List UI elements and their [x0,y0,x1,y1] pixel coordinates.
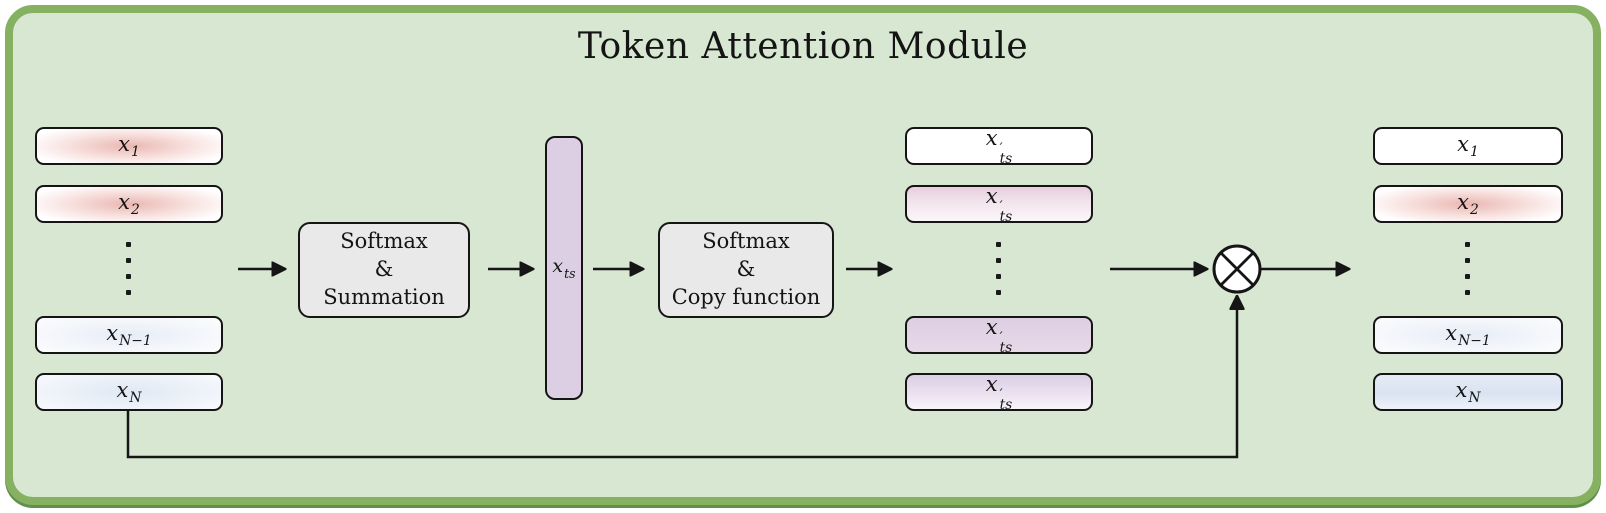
weighted-token-3: x′ts [905,315,1093,356]
token-label: xN−1 [106,320,152,350]
token-label: x′ts [985,126,1013,167]
weighted-ellipsis [996,242,1001,295]
process-line: Softmax [340,229,428,254]
summary-vector-label: xts [552,255,576,281]
token-label: x1 [118,131,140,161]
process-line: & [374,257,394,282]
process-line: Softmax [702,229,790,254]
token-label: x′ts [985,184,1013,225]
token-label: xN−1 [1445,320,1491,350]
token-label: x′ts [985,372,1013,413]
token-label: x1 [1457,131,1479,161]
token-label: x′ts [985,315,1013,356]
token-label: x2 [1457,189,1479,219]
process-line: Copy function [671,284,821,309]
output-token-x1: x1 [1373,127,1563,165]
multiply-operator [1212,244,1262,294]
token-label: xN [1455,377,1481,407]
output-token-xn-1: xN−1 [1373,316,1563,354]
summary-vector-bar: xts [545,136,583,400]
token-label: x2 [118,189,140,219]
input-token-x2: x2 [35,185,223,223]
output-token-xn: xN [1373,373,1563,411]
output-ellipsis [1465,242,1470,295]
input-token-xn: xN [35,373,223,411]
softmax-copy-box: Softmax & Copy function [658,222,834,318]
token-label: xN [116,377,142,407]
softmax-summation-box: Softmax & Summation [298,222,470,318]
output-token-x2: x2 [1373,185,1563,223]
input-ellipsis [126,242,131,295]
weighted-token-4: x′ts [905,372,1093,413]
weighted-token-2: x′ts [905,184,1093,225]
process-line: Summation [323,284,445,309]
process-line: & [736,257,756,282]
weighted-token-1: x′ts [905,126,1093,167]
feedback-line-input-to-operator [126,297,1237,459]
input-token-xn-1: xN−1 [35,316,223,354]
input-token-x1: x1 [35,127,223,165]
module-title: Token Attention Module [577,26,1029,67]
